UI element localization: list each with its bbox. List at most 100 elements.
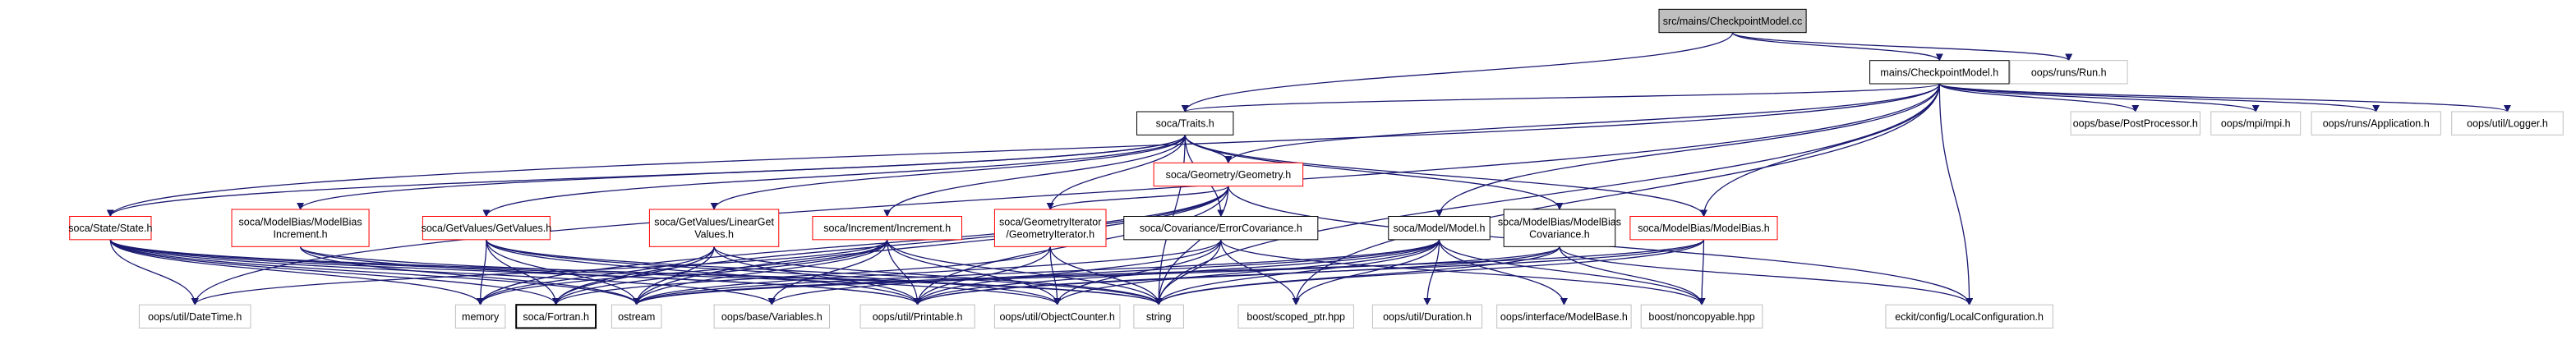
node-geoiter-box <box>993 209 1107 247</box>
edge-ckpt-to-scopedptr <box>1292 83 1940 306</box>
node-run[interactable]: oops/runs/Run.h <box>2009 60 2128 85</box>
edge-traits-to-increment <box>883 135 1186 218</box>
node-localconf-label-line-0: eckit/config/LocalConfiguration.h <box>1895 311 2044 323</box>
node-fortran-box <box>515 304 597 329</box>
node-objcounter-box <box>993 304 1121 328</box>
edge-geoiter-to-printable <box>914 246 1051 306</box>
node-fortran[interactable]: soca/Fortran.h <box>515 304 597 329</box>
node-scopedptr-box <box>1237 304 1354 328</box>
node-modelbias-label-line-0: soca/ModelBias/ModelBias.h <box>1638 223 1770 234</box>
node-geoiter-label-line-1: /GeometryIterator.h <box>1006 229 1094 241</box>
node-string[interactable]: string <box>1133 304 1184 328</box>
edge-getvalues-to-objcounter <box>486 239 1062 306</box>
node-app[interactable]: oops/runs/Application.h <box>2311 111 2441 135</box>
edge-model-to-objcounter <box>1053 239 1440 306</box>
edge-ckpt-to-modelbias <box>1699 83 1940 218</box>
edge-getvalues-to-string <box>486 239 1163 306</box>
node-geometry[interactable]: soca/Geometry/Geometry.h <box>1153 162 1304 187</box>
node-variables-label-line-0: oops/base/Variables.h <box>721 311 823 323</box>
node-getvalues[interactable]: soca/GetValues/GetValues.h <box>422 216 552 241</box>
node-state[interactable]: soca/State/State.h <box>68 216 152 241</box>
edge-model-to-scopedptr <box>1292 239 1440 306</box>
edge-geometry-to-ostream <box>633 186 1229 306</box>
edge-root-to-traits <box>1181 32 1734 113</box>
edge-errcov-to-noncopy <box>1220 239 1706 306</box>
node-modelbase-box <box>1496 304 1632 328</box>
node-noncopy-box <box>1640 304 1763 328</box>
node-memory-box <box>454 304 506 328</box>
edge-lingetval-to-memory <box>477 246 715 306</box>
node-state-label-line-0: soca/State/State.h <box>68 223 152 234</box>
edge-model-to-ostream <box>633 239 1440 306</box>
node-noncopy-label-line-0: boost/noncopyable.hpp <box>1648 311 1754 323</box>
node-duration[interactable]: oops/util/Duration.h <box>1371 304 1483 328</box>
edge-ckpt-to-logger <box>1938 83 2511 113</box>
edge-ckpt-to-datetime <box>191 83 1940 306</box>
node-mbinc-box <box>231 209 370 247</box>
edge-geometry-to-geoiter <box>1046 186 1229 210</box>
edge-ckpt-to-postproc <box>1938 83 2140 113</box>
node-postproc[interactable]: oops/base/PostProcessor.h <box>2070 111 2200 135</box>
node-datetime[interactable]: oops/util/DateTime.h <box>138 304 251 328</box>
edge-errcov-to-printable <box>914 239 1222 306</box>
node-mpi-box <box>2210 111 2302 135</box>
edge-geometry-to-string <box>1154 186 1229 306</box>
node-objcounter[interactable]: oops/util/ObjectCounter.h <box>993 304 1121 328</box>
edge-mbinc-to-string <box>299 246 1163 306</box>
node-traits-box <box>1136 111 1234 135</box>
edge-traits-to-modelbias <box>1184 135 1707 218</box>
edge-ckpt-to-traits <box>1182 83 1940 113</box>
edge-lingetval-to-ostream <box>633 246 715 306</box>
node-objcounter-label-line-0: oops/util/ObjectCounter.h <box>999 311 1114 323</box>
edge-ckpt-to-model <box>1435 83 1940 218</box>
node-fortran-label-line-0: soca/Fortran.h <box>523 311 589 323</box>
node-increment[interactable]: soca/Increment/Increment.h <box>812 216 962 241</box>
node-memory[interactable]: memory <box>454 304 506 328</box>
node-variables-box <box>713 304 830 328</box>
node-ostream[interactable]: ostream <box>611 304 662 328</box>
node-modelbase[interactable]: oops/interface/ModelBase.h <box>1496 304 1632 328</box>
node-root-label-line-0: src/mains/CheckpointModel.cc <box>1663 16 1803 27</box>
node-mpi[interactable]: oops/mpi/mpi.h <box>2210 111 2302 135</box>
edge-root-to-ckpt <box>1731 32 1943 62</box>
edge-ckpt-to-mpi <box>1938 83 2260 113</box>
edge-getvalues-to-memory <box>477 239 487 306</box>
edge-modelbias-to-string <box>1154 239 1705 306</box>
node-geoiter[interactable]: soca/GeometryIterator/GeometryIterator.h <box>993 209 1107 247</box>
node-memory-label-line-0: memory <box>462 311 500 323</box>
node-logger-box <box>2451 111 2564 135</box>
node-printable[interactable]: oops/util/Printable.h <box>859 304 975 328</box>
edge-errcov-to-scopedptr <box>1220 239 1300 306</box>
node-errcov[interactable]: soca/Covariance/ErrorCovariance.h <box>1123 216 1319 241</box>
node-noncopy[interactable]: boost/noncopyable.hpp <box>1640 304 1763 328</box>
edge-root-to-run <box>1731 32 2073 62</box>
node-duration-label-line-0: oops/util/Duration.h <box>1383 311 1472 323</box>
node-errcov-box <box>1123 216 1319 241</box>
node-scopedptr-label-line-0: boost/scoped_ptr.hpp <box>1247 311 1345 323</box>
dependency-edges <box>107 32 2511 306</box>
node-duration-box <box>1371 304 1483 328</box>
edge-traits-to-mbcov <box>1184 135 1564 210</box>
node-traits[interactable]: soca/Traits.h <box>1136 111 1234 135</box>
node-ostream-box <box>611 304 662 328</box>
node-localconf[interactable]: eckit/config/LocalConfiguration.h <box>1885 304 2053 328</box>
edge-getvalues-to-ostream <box>486 239 641 306</box>
node-modelbias-box <box>1629 216 1778 241</box>
node-printable-box <box>859 304 975 328</box>
node-run-box <box>2009 60 2128 85</box>
node-scopedptr[interactable]: boost/scoped_ptr.hpp <box>1237 304 1354 328</box>
node-ckpt[interactable]: mains/CheckpointModel.h <box>1869 60 2010 85</box>
node-geometry-label-line-0: soca/Geometry/Geometry.h <box>1166 169 1292 181</box>
edge-ckpt-to-state <box>107 83 1940 218</box>
node-model[interactable]: soca/Model/Model.h <box>1388 216 1491 241</box>
edge-increment-to-fortran <box>552 239 888 306</box>
edge-ckpt-to-localconf <box>1938 83 1974 306</box>
node-logger[interactable]: oops/util/Logger.h <box>2451 111 2564 135</box>
node-geoiter-label-line-0: soca/GeometryIterator <box>999 217 1101 228</box>
node-variables[interactable]: oops/base/Variables.h <box>713 304 830 328</box>
edge-ckpt-to-string <box>1154 83 1940 306</box>
node-modelbias[interactable]: soca/ModelBias/ModelBias.h <box>1629 216 1778 241</box>
